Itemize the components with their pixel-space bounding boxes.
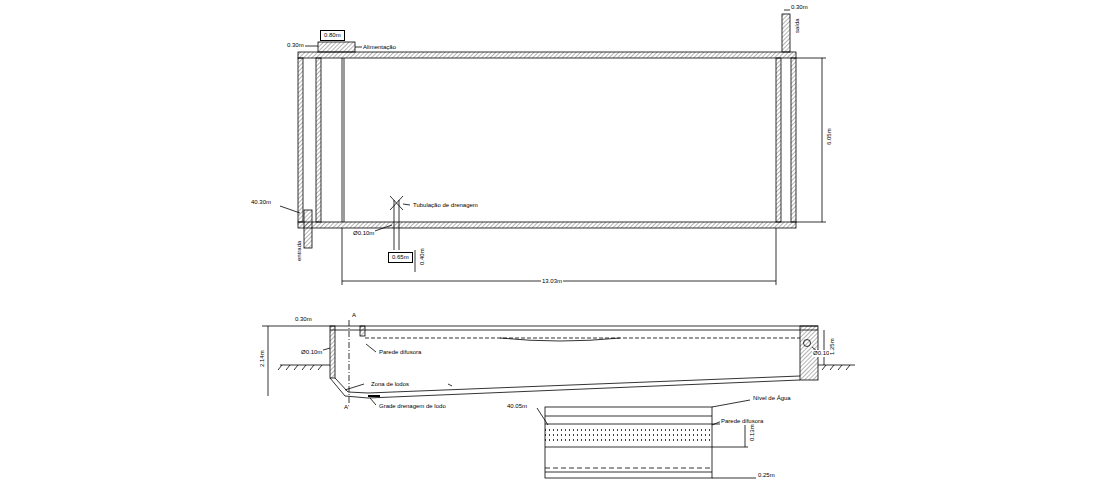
dimension-label: 0.30m <box>294 316 313 323</box>
dimension-label: 1.25m <box>829 337 836 356</box>
dimension-label: 40.05m <box>506 403 528 410</box>
dimension-label: Tubulação de drenagem <box>412 202 479 209</box>
dimension-label: Ø0.10m <box>300 349 323 356</box>
dimension-label: 0.30m <box>286 42 305 49</box>
dimension-label: 0.25m <box>757 472 776 479</box>
dimension-label: Nível de Água <box>752 395 792 402</box>
section-view <box>262 320 855 405</box>
dimension-label: Grade drenagem de lodo <box>378 403 447 410</box>
dimension-label: saída <box>794 17 801 34</box>
pipe-box: 0.80m <box>320 30 345 41</box>
dimension-label: 13.03m <box>541 278 563 285</box>
dimension-label: 0.30m <box>790 4 809 11</box>
dimension-label: Ø0.10m <box>352 230 375 237</box>
plan-view <box>280 10 826 285</box>
dimension-label: 0.13m <box>749 423 756 442</box>
pipe-box: 0.65m <box>388 252 413 263</box>
dimension-label: Alimentação <box>362 44 397 51</box>
dimension-label: 0.80m <box>324 32 341 38</box>
dimension-label: Zona de lodos <box>370 381 410 388</box>
dimension-label: 40.30m <box>250 199 272 206</box>
dimension-label: A <box>351 312 357 319</box>
dimension-label: 2.14m <box>259 349 266 368</box>
dimension-label: entrada <box>296 240 303 262</box>
diffuser-detail <box>537 400 756 478</box>
dimension-label: 6.05m <box>826 127 833 146</box>
dimension-label: A' <box>343 404 350 411</box>
dimension-label: Parede difusora <box>720 418 764 425</box>
dimension-label: 0.65m <box>392 254 409 260</box>
dimension-label: Parede difusora <box>378 349 422 356</box>
dimension-label: 0.40m <box>419 247 426 266</box>
